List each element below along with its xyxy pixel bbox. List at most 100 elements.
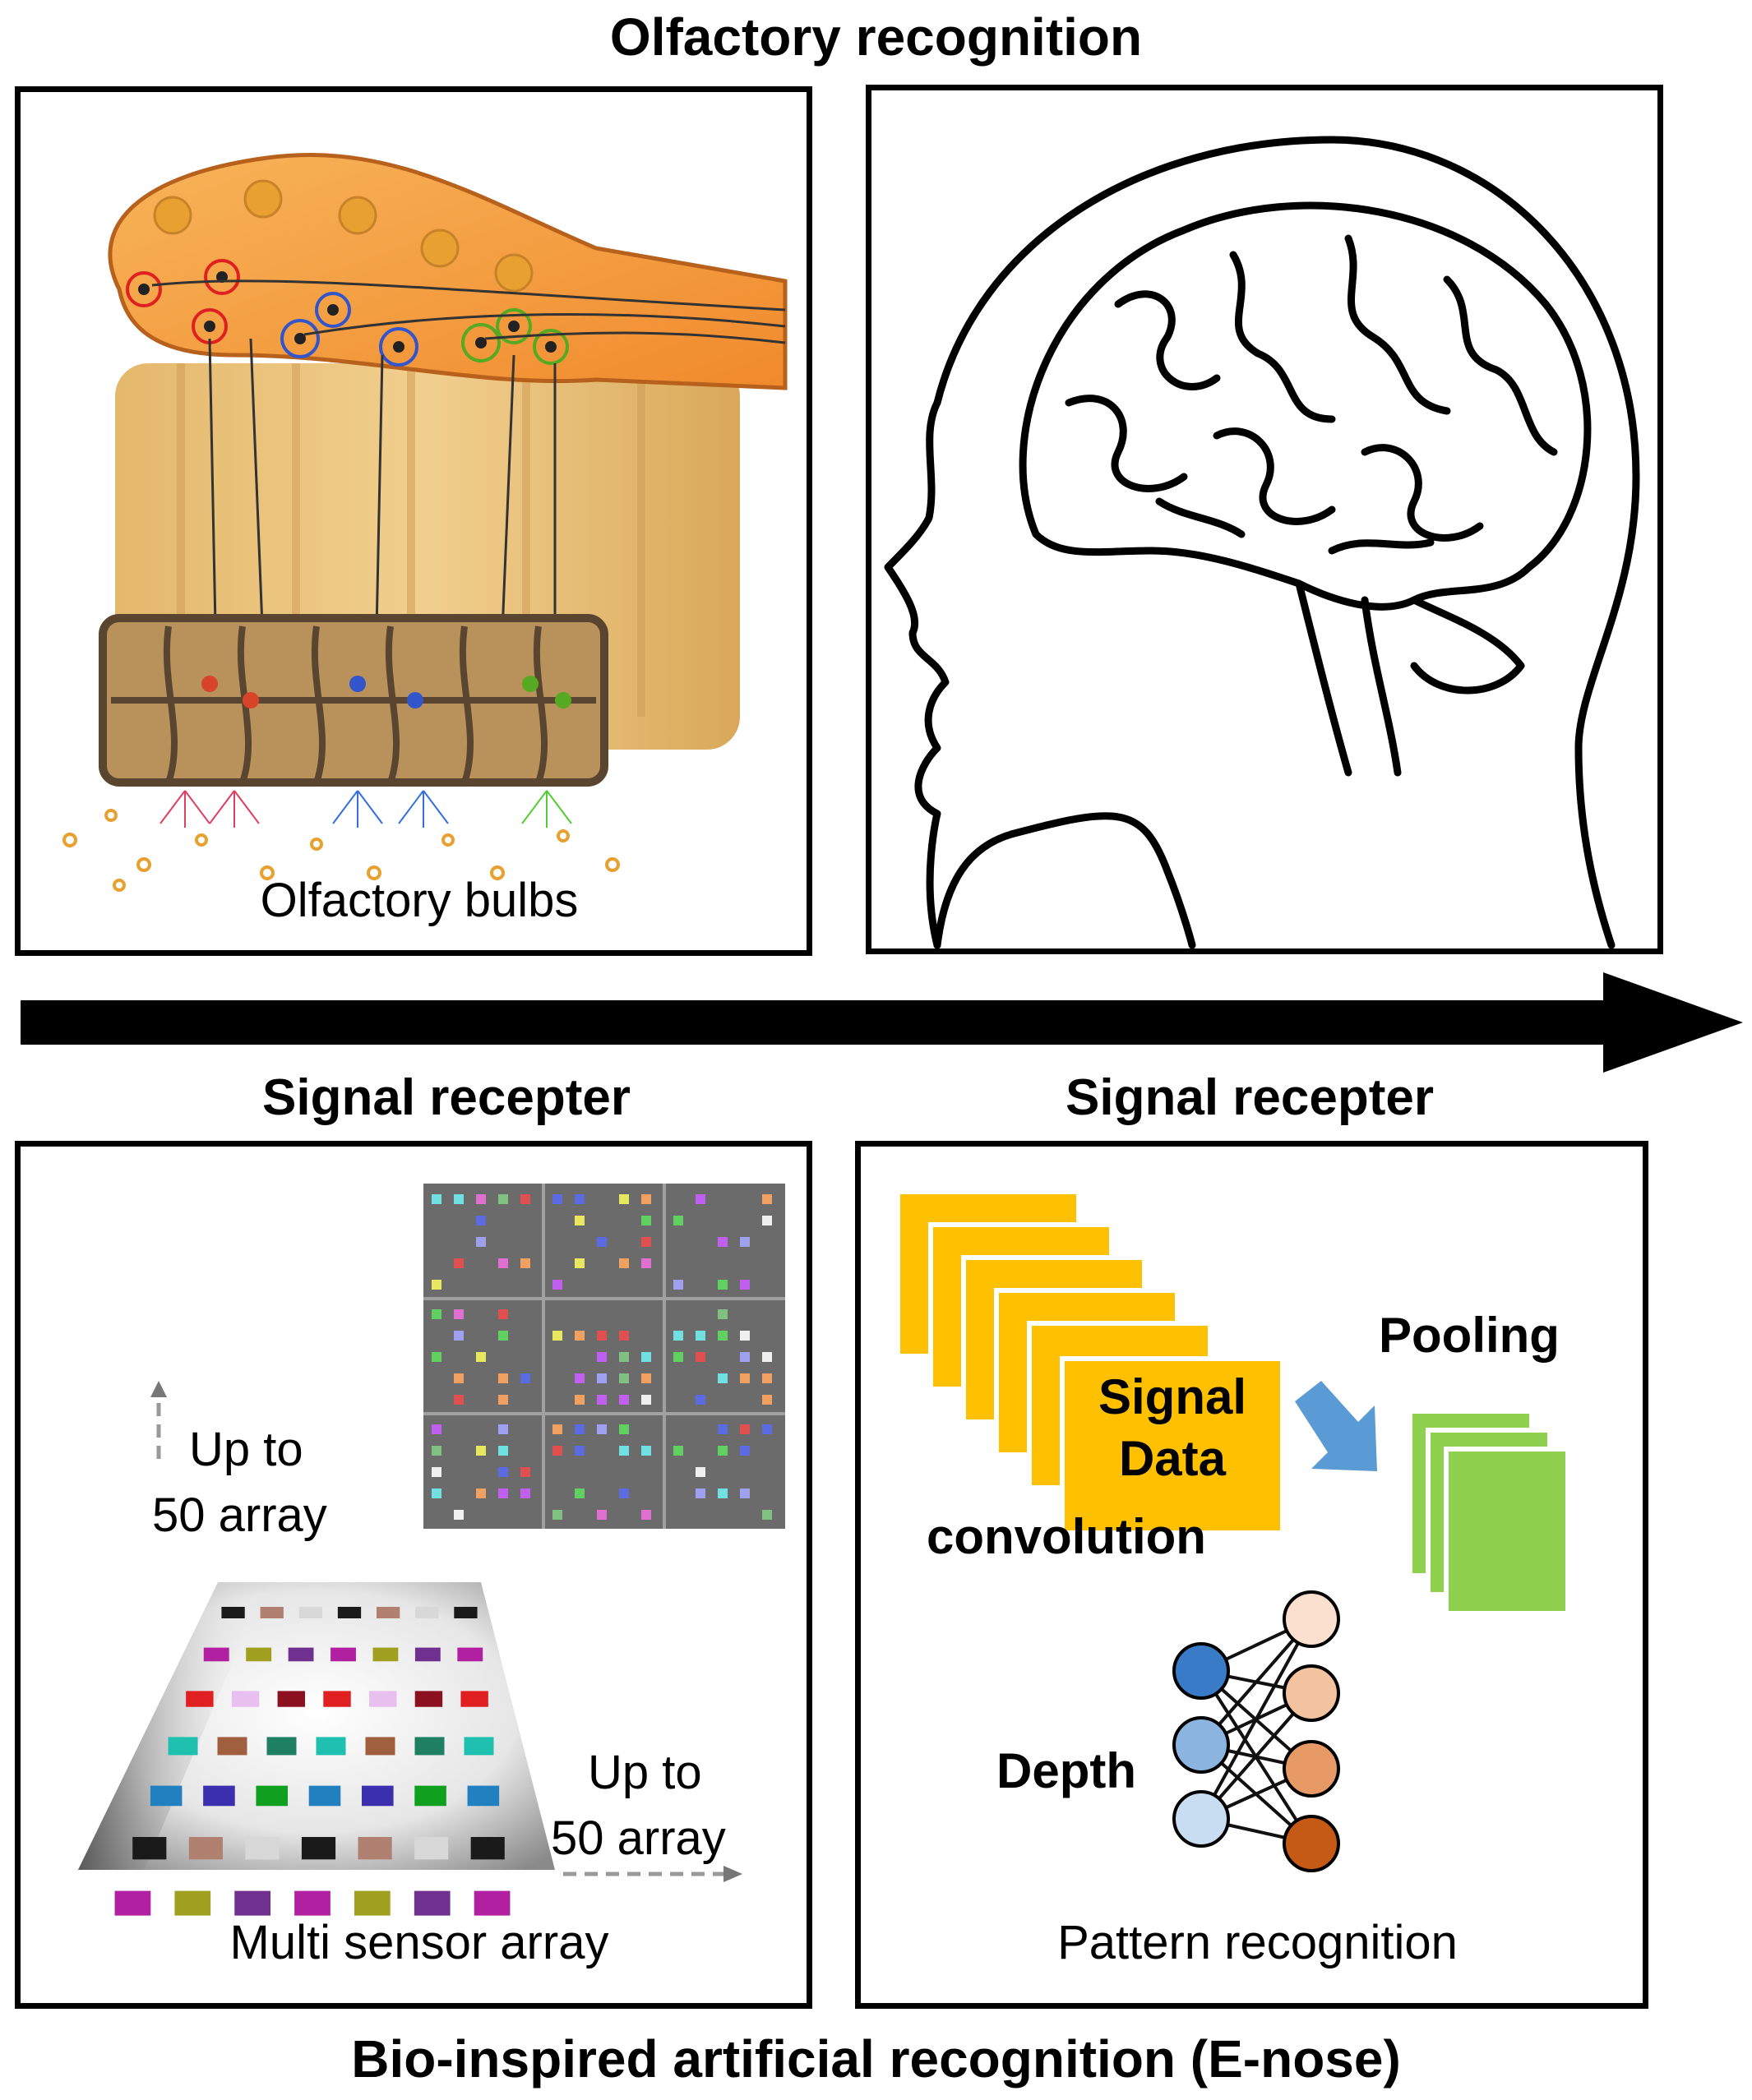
sensor-tile xyxy=(464,1737,494,1756)
olfactory-bulb-illustration xyxy=(62,153,788,892)
sensor-tile xyxy=(372,1647,399,1662)
sensor-tile xyxy=(369,1691,397,1707)
sensor-dot xyxy=(575,1395,585,1405)
sensor-dot xyxy=(696,1467,705,1477)
sensor-dot xyxy=(619,1258,629,1268)
sensor-dot xyxy=(740,1488,750,1498)
depth-label: Depth xyxy=(996,1743,1136,1798)
sensor-dot xyxy=(597,1352,607,1362)
sensor-dot xyxy=(762,1194,772,1204)
sensor-dot xyxy=(432,1352,441,1362)
sensor-dot xyxy=(552,1331,562,1341)
sensor-dot xyxy=(432,1488,441,1498)
sensor-dot xyxy=(762,1424,772,1434)
pooling-label: Pooling xyxy=(1379,1308,1560,1363)
signal-data-line1: Signal xyxy=(1098,1369,1247,1424)
sensor-tile xyxy=(114,1890,151,1916)
sensor-dot xyxy=(432,1446,441,1456)
sensor-dot xyxy=(498,1331,508,1341)
sensor-dot xyxy=(476,1352,486,1362)
sensor-dot xyxy=(673,1352,683,1362)
sensor-tile xyxy=(132,1837,167,1860)
sensor-dot xyxy=(641,1194,651,1204)
sensor-tile xyxy=(301,1837,336,1860)
sensor-dot xyxy=(575,1488,585,1498)
olfactory-bulb-panel: Olfactory bulbs xyxy=(15,86,812,956)
sensor-dot xyxy=(740,1352,750,1362)
sensor-tile xyxy=(294,1890,331,1916)
sensor-dot xyxy=(641,1216,651,1225)
sensor-tile xyxy=(221,1607,245,1618)
sensor-dot xyxy=(432,1309,441,1319)
sensor-tile xyxy=(246,1647,272,1662)
pattern-recognition-caption: Pattern recognition xyxy=(1057,1916,1458,1969)
sensor-dot xyxy=(762,1510,772,1520)
sensor-dot xyxy=(619,1488,629,1498)
sensor-tile xyxy=(365,1737,395,1756)
sensor-dot xyxy=(432,1424,441,1434)
process-arrow xyxy=(21,972,1743,1073)
sensor-dot xyxy=(718,1446,728,1456)
sensor-dot xyxy=(740,1280,750,1290)
sensor-dot xyxy=(498,1373,508,1383)
sensor-tile xyxy=(256,1785,288,1807)
sensor-dot xyxy=(597,1510,607,1520)
sensor-dot xyxy=(762,1216,772,1225)
bottom-left-title: Signal recepter xyxy=(262,1069,631,1126)
sensor-dot xyxy=(762,1373,772,1383)
sensor-tile xyxy=(203,1785,235,1807)
sensor-tile xyxy=(377,1607,400,1618)
sensor-dot xyxy=(597,1395,607,1405)
sensor-dot xyxy=(740,1424,750,1434)
olfactory-bulbs-caption: Olfactory bulbs xyxy=(260,874,579,927)
sensor-tile xyxy=(234,1890,270,1916)
sensor-tile xyxy=(414,1890,451,1916)
sensor-tile xyxy=(277,1691,305,1707)
sensor-dot xyxy=(597,1237,607,1247)
sensor-dot xyxy=(498,1446,508,1456)
vertical-array-label-line1: Up to xyxy=(189,1423,303,1476)
sensor-array-illustration xyxy=(78,1184,785,1916)
vertical-array-label-line2: 50 array xyxy=(152,1488,327,1542)
nn-connection xyxy=(1200,1618,1313,1820)
sensor-dot xyxy=(740,1237,750,1247)
sensor-dot xyxy=(498,1309,508,1319)
neural-network xyxy=(1172,1590,1340,1872)
sensor-tile xyxy=(260,1607,284,1618)
sensor-dot xyxy=(696,1331,705,1341)
sensor-array-panel: Up to 50 array Up to 50 array Multi sens… xyxy=(15,1141,812,2009)
sensor-tile xyxy=(174,1890,211,1916)
sensor-dot xyxy=(575,1194,585,1204)
sensor-dot xyxy=(454,1309,464,1319)
sensor-dot xyxy=(498,1194,508,1204)
sensor-dot xyxy=(432,1194,441,1204)
sensor-dot xyxy=(476,1216,486,1225)
sensor-dot xyxy=(454,1194,464,1204)
brain-panel xyxy=(866,85,1663,954)
sensor-tile xyxy=(414,1737,445,1756)
sensor-dot xyxy=(476,1194,486,1204)
sensor-dot xyxy=(740,1446,750,1456)
sensor-tile xyxy=(188,1837,223,1860)
sensor-dot xyxy=(498,1488,508,1498)
sensor-dot xyxy=(552,1280,562,1290)
sensor-dot xyxy=(597,1424,607,1434)
sensor-tile xyxy=(245,1837,280,1860)
sensor-tile xyxy=(331,1647,356,1662)
sensor-tile xyxy=(414,1837,449,1860)
sensor-tile xyxy=(323,1691,351,1707)
sensor-tile xyxy=(470,1837,505,1860)
convolution-stack xyxy=(895,1189,1285,1535)
sensor-tile xyxy=(231,1691,260,1707)
sensor-dot xyxy=(520,1373,530,1383)
sensor-dot xyxy=(520,1194,530,1204)
sensor-dot xyxy=(520,1467,530,1477)
brain-head-illustration xyxy=(884,136,1640,948)
sensor-dot xyxy=(552,1424,562,1434)
sensor-tile xyxy=(354,1890,391,1916)
sensor-dot xyxy=(454,1510,464,1520)
sensor-tile xyxy=(362,1785,394,1807)
sensor-dot xyxy=(718,1488,728,1498)
sensor-dot xyxy=(718,1424,728,1434)
sensor-dot xyxy=(575,1258,585,1268)
